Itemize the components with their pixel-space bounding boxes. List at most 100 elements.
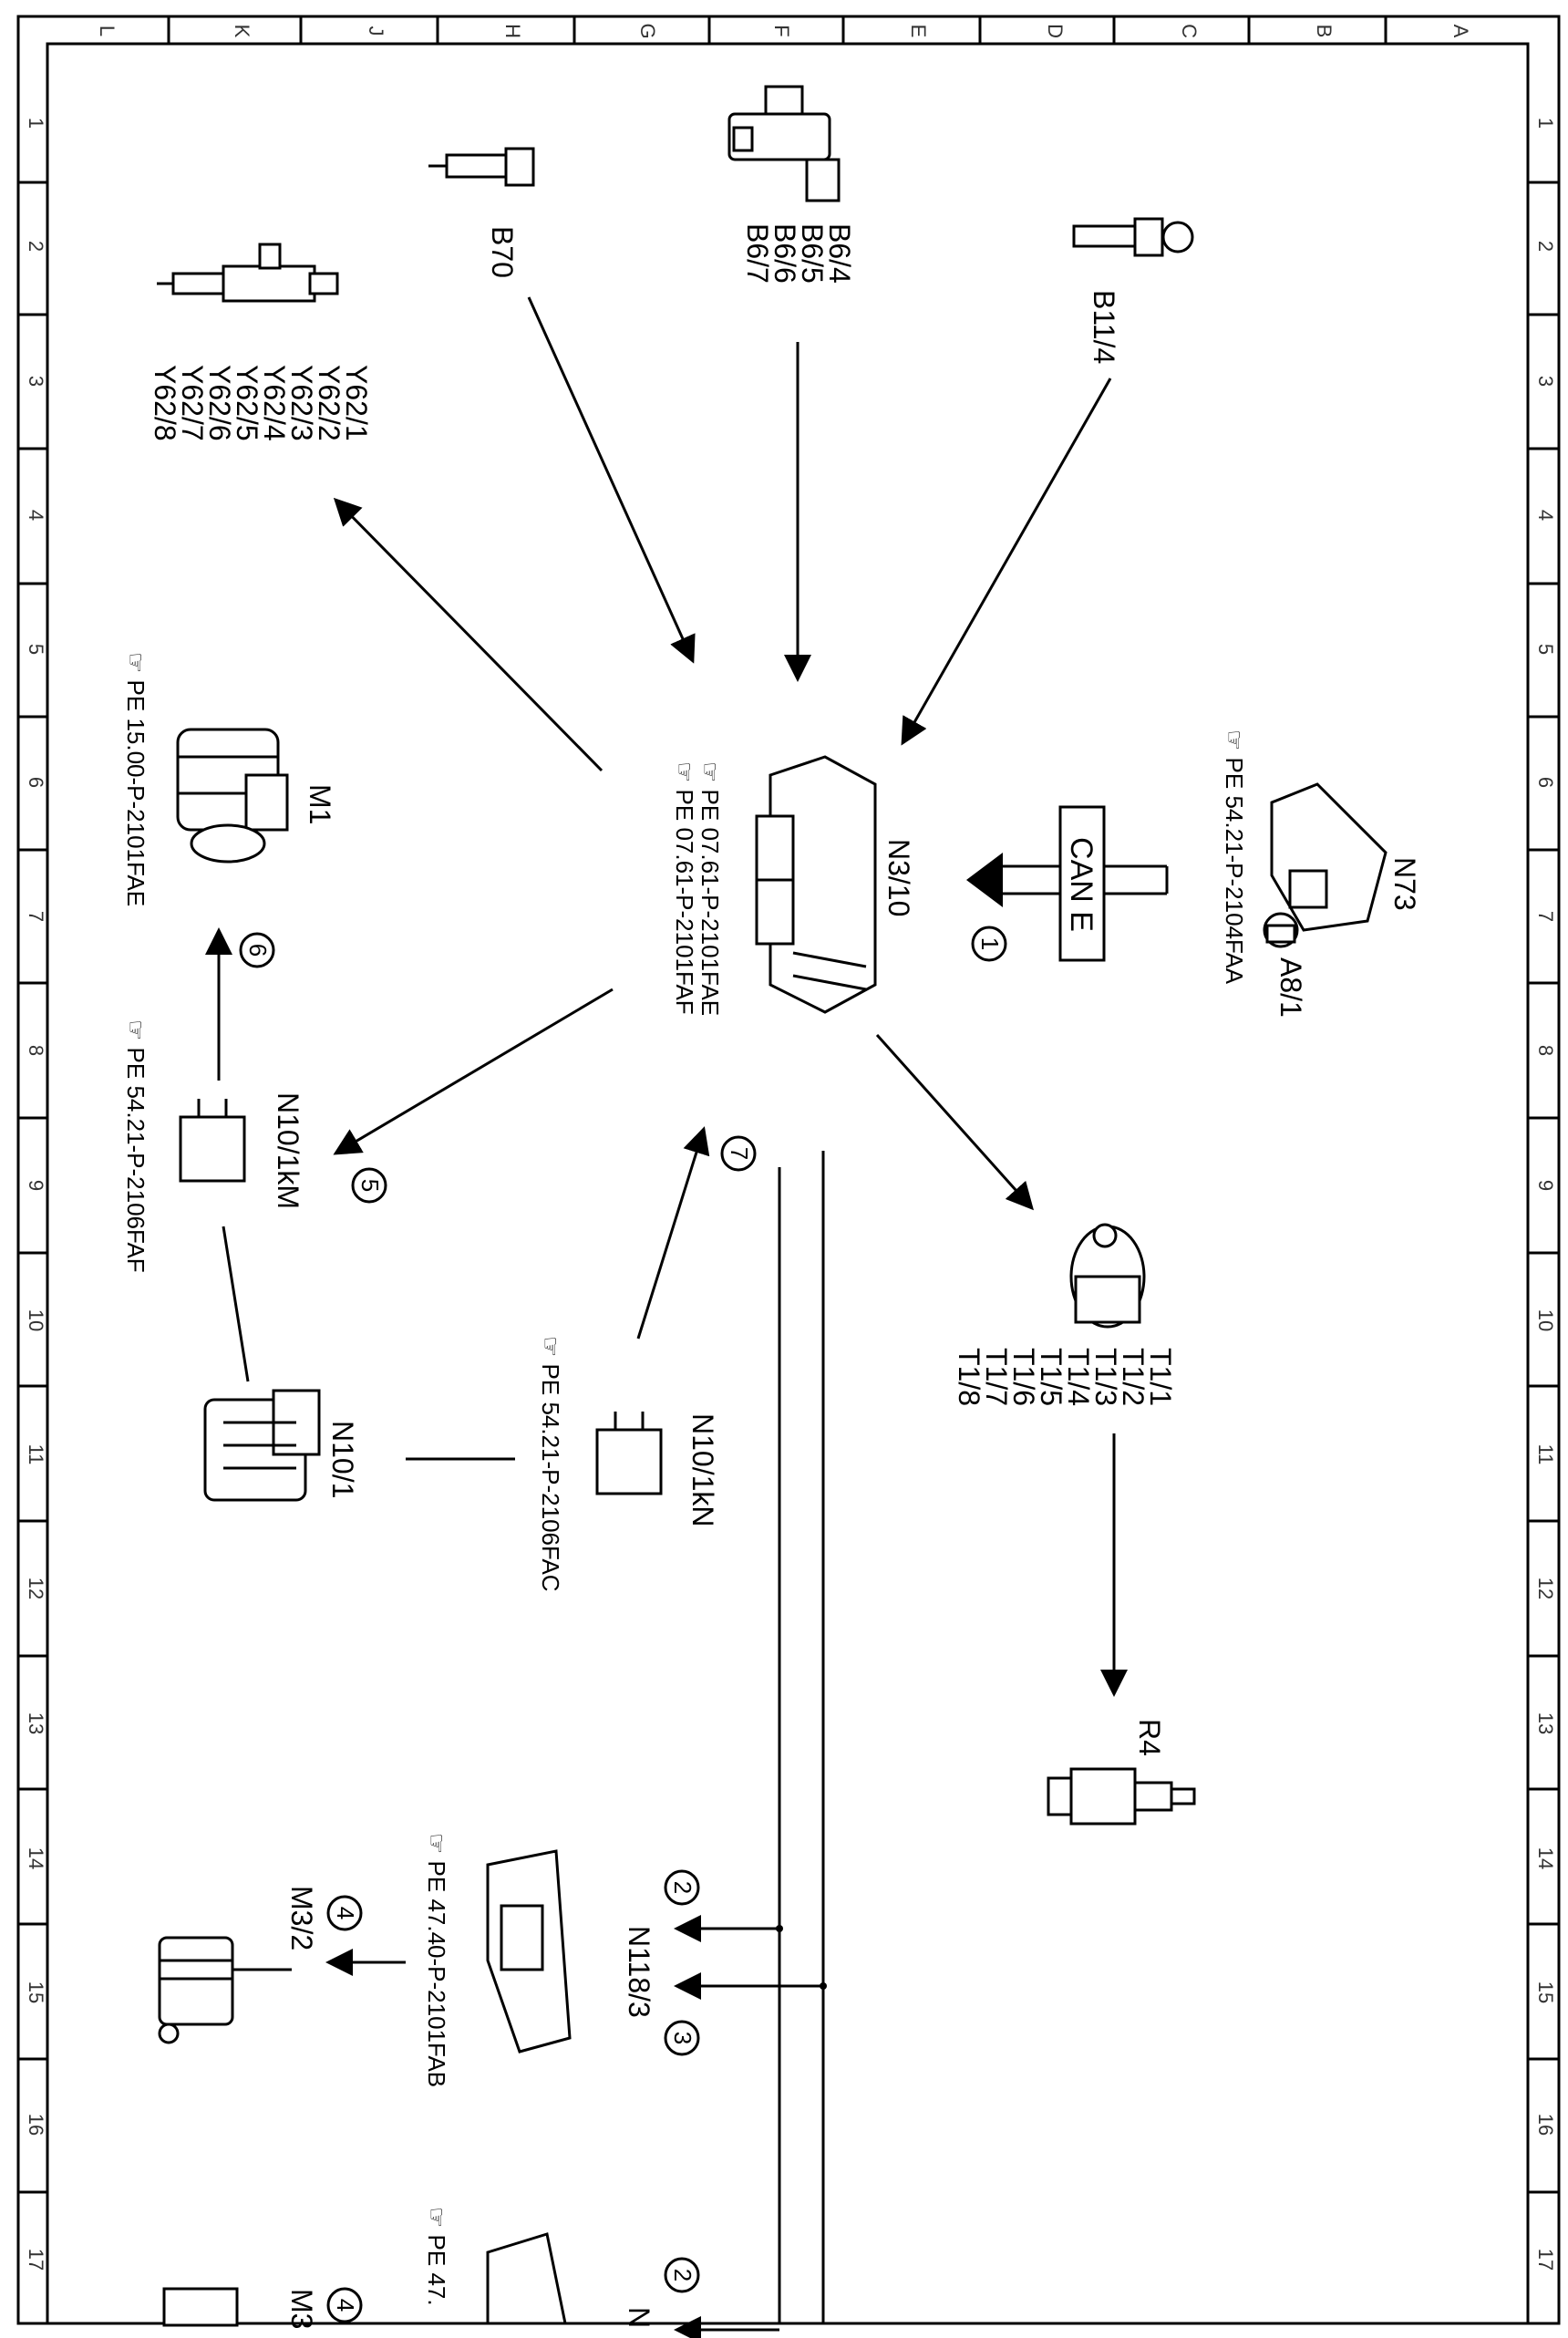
label-n73: N73 xyxy=(1388,857,1421,911)
t1-ignition-coil-icon xyxy=(1069,1223,1146,1329)
ref-hand-icon: ☞ xyxy=(423,2207,450,2235)
m1-starter-motor-icon xyxy=(176,728,289,864)
label-m3: M3 xyxy=(285,2289,318,2329)
arrow-b11-4-to-n3-10 xyxy=(901,378,1112,746)
row-number: 16 xyxy=(25,2114,47,2136)
callout-4-number: 4 xyxy=(332,1907,359,1919)
callout-5: 5 xyxy=(351,1167,387,1204)
callout-4-number: 4 xyxy=(332,2299,359,2312)
row-number: 17 xyxy=(1534,2249,1557,2271)
drawing-frame xyxy=(16,15,1561,2325)
arrow-b70-to-n3-10 xyxy=(527,296,696,664)
can-e-bus: CAN E xyxy=(966,805,1169,962)
b70-sensor-icon xyxy=(428,147,535,187)
callout-4-top: 4 xyxy=(326,1895,363,1931)
label-y62-1: Y62/1 xyxy=(340,365,373,441)
label-t1-5: T1/5 xyxy=(1035,1348,1068,1406)
col-letter: G xyxy=(636,23,659,38)
can-e-label: CAN E xyxy=(1064,837,1099,932)
label-n10-1: N10/1 xyxy=(326,1421,359,1498)
row-number: 7 xyxy=(1534,911,1557,922)
label-y62-2: Y62/2 xyxy=(313,365,346,441)
arrow-n10-1kn-to-n3-10 xyxy=(636,1126,710,1340)
ref-n73-text: PE 54.21-P-2104FAA xyxy=(1221,758,1248,985)
callout-3-number: 3 xyxy=(669,2032,696,2044)
label-b11-4: B11/4 xyxy=(1088,290,1120,364)
ref-n3-10-2: ☞ PE 07.61-P-2101FAF xyxy=(671,761,698,1015)
row-number: 6 xyxy=(25,777,47,788)
ref-n10-1km: ☞ PE 54.21-P-2106FAF xyxy=(122,1019,150,1273)
label-y62-6: Y62/6 xyxy=(203,365,236,441)
callout-7-number: 7 xyxy=(726,1147,753,1160)
n10-1km-relay-icon xyxy=(179,1099,246,1183)
column-letters: L K J H G F E D C B A xyxy=(96,23,1472,38)
n10-1-fuse-relay-box-icon xyxy=(203,1389,321,1502)
row-number: 2 xyxy=(1534,241,1557,252)
label-t1-3: T1/3 xyxy=(1089,1348,1122,1406)
callout-2-bottom: 2 xyxy=(664,2257,700,2293)
row-number: 4 xyxy=(25,510,47,521)
m3-fuel-pump-icon-partial xyxy=(162,2287,239,2327)
r4-spark-plug-icon xyxy=(1047,1767,1196,1826)
callout-2: 2 xyxy=(664,1869,700,1906)
row-number: 5 xyxy=(25,644,47,655)
row-number: 8 xyxy=(1534,1045,1557,1056)
col-letter: L xyxy=(96,26,119,36)
arrow-n3-10-to-y62 xyxy=(333,497,603,772)
row-number: 9 xyxy=(25,1180,47,1191)
label-n3-10: N3/10 xyxy=(882,839,915,916)
label-n-partial: N xyxy=(623,2307,655,2328)
label-y62-5: Y62/5 xyxy=(231,365,263,441)
row-number: 10 xyxy=(1534,1309,1557,1331)
ref-m3-text: PE 47. xyxy=(423,2235,450,2306)
label-n118-3: N118/3 xyxy=(623,1926,655,2018)
col-letter: J xyxy=(365,26,387,36)
label-r4: R4 xyxy=(1133,1719,1166,1756)
row-numbers-left: 1 2 3 4 5 6 7 8 9 10 11 12 13 14 15 16 1… xyxy=(25,118,47,2271)
n3-10-ecu-icon xyxy=(755,755,877,1014)
label-y62-7: Y62/7 xyxy=(176,365,209,441)
row-number: 11 xyxy=(25,1444,47,1465)
ref-n118-3: ☞ PE 47.40-P-2101FAB xyxy=(423,1833,450,2087)
col-letter: B xyxy=(1313,25,1336,38)
callout-6: 6 xyxy=(239,932,275,968)
row-number: 13 xyxy=(25,1712,47,1734)
ref-m3: ☞ PE 47. xyxy=(423,2207,450,2306)
row-number: 7 xyxy=(25,911,47,922)
callout-7: 7 xyxy=(720,1135,757,1172)
label-t1-2: T1/2 xyxy=(1117,1348,1150,1406)
ref-hand-icon: ☞ xyxy=(537,1336,564,1364)
callout-4-bottom: 4 xyxy=(326,2287,363,2323)
row-number: 1 xyxy=(25,118,47,129)
col-letter: E xyxy=(907,25,930,38)
label-t1-4: T1/4 xyxy=(1062,1348,1095,1406)
arrow-n3-10-to-t1 xyxy=(875,1033,1035,1211)
n118-3-fuel-pump-module-icon xyxy=(486,1849,572,2054)
row-number: 9 xyxy=(1534,1180,1557,1191)
ref-n10-1km-text: PE 54.21-P-2106FAF xyxy=(122,1048,150,1273)
label-m3-2: M3/2 xyxy=(285,1886,318,1950)
ref-m1-text: PE 15.00-P-2101FAE xyxy=(122,680,150,907)
col-letter: H xyxy=(501,24,524,38)
b11-4-coolant-sensor-icon xyxy=(1072,217,1194,257)
callout-6-number: 6 xyxy=(244,944,272,957)
line-n10-1km-to-n10-1 xyxy=(222,1226,250,1382)
row-number: 12 xyxy=(1534,1578,1557,1599)
label-n10-1km: N10/1kM xyxy=(272,1092,304,1209)
ref-n118-3-text: PE 47.40-P-2101FAB xyxy=(423,1861,450,2088)
callout-2-number: 2 xyxy=(669,1881,696,1894)
row-number: 12 xyxy=(25,1578,47,1599)
can-bus-arrowhead xyxy=(966,853,1003,907)
label-b6-5: B6/5 xyxy=(796,223,829,284)
n10-1kn-relay-icon xyxy=(595,1412,663,1495)
label-t1-1: T1/1 xyxy=(1144,1348,1177,1406)
row-number: 15 xyxy=(1534,1981,1557,2003)
y62-injector-icon xyxy=(157,243,339,303)
col-letter: D xyxy=(1044,24,1067,38)
row-number: 1 xyxy=(1534,118,1557,129)
arrow-n3-10-to-n10-1km xyxy=(333,988,614,1155)
label-b70: B70 xyxy=(486,226,519,278)
col-letter: C xyxy=(1178,24,1201,38)
can-e-label-box xyxy=(1058,805,1106,962)
ref-hand-icon: ☞ xyxy=(1221,729,1248,758)
